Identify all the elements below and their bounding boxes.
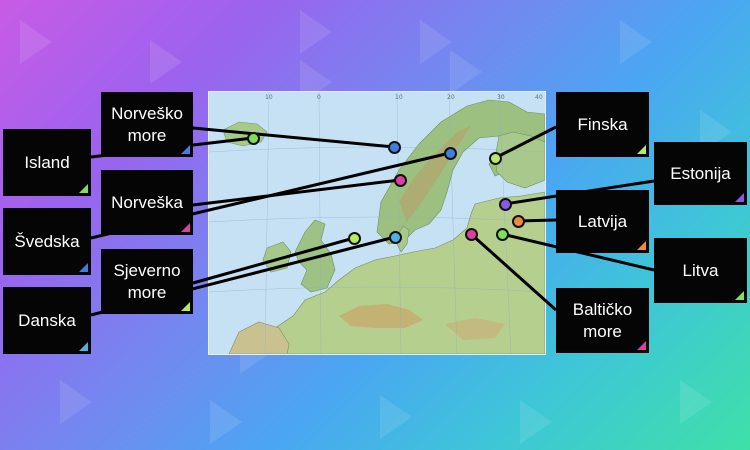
label-sjeverno-more[interactable]: Sjeverno more — [101, 249, 193, 314]
background-triangle — [150, 40, 182, 84]
corner-triangle-icon — [735, 291, 744, 300]
marker-balticko-more[interactable] — [465, 228, 478, 241]
background-triangle — [620, 20, 652, 64]
corner-triangle-icon — [637, 241, 646, 250]
label-text: Norveška — [111, 192, 183, 212]
marker-island[interactable] — [247, 132, 260, 145]
label-svedska[interactable]: Švedska — [3, 208, 91, 275]
marker-norveska[interactable] — [394, 174, 407, 187]
map-tick: 40 — [535, 94, 543, 101]
background-triangle — [300, 10, 332, 54]
label-text: Finska — [577, 114, 628, 134]
corner-triangle-icon — [181, 223, 190, 232]
label-litva[interactable]: Litva — [654, 238, 747, 303]
background-triangle — [20, 20, 52, 64]
label-danska[interactable]: Danska — [3, 287, 91, 354]
background-triangle — [420, 20, 452, 64]
background-triangle — [210, 400, 242, 444]
label-text: Norveško more — [111, 103, 183, 145]
label-text: Švedska — [14, 231, 80, 251]
background-triangle — [60, 380, 92, 424]
corner-triangle-icon — [735, 193, 744, 202]
map-tick: 10 — [395, 94, 403, 101]
marker-danska[interactable] — [389, 231, 402, 244]
marker-litva[interactable] — [496, 228, 509, 241]
label-island[interactable]: Island — [3, 129, 91, 196]
corner-triangle-icon — [79, 263, 88, 272]
map-tick: 20 — [447, 94, 455, 101]
label-text: Sjeverno more — [113, 260, 181, 302]
marker-finska[interactable] — [489, 152, 502, 165]
label-text: Latvija — [577, 211, 628, 231]
corner-triangle-icon — [181, 302, 190, 311]
label-norveska[interactable]: Norveška — [101, 170, 193, 235]
label-norvesko-more[interactable]: Norveško more — [101, 92, 193, 157]
marker-norvesko-more[interactable] — [388, 141, 401, 154]
label-text: Estonija — [670, 163, 731, 183]
background-triangle — [520, 400, 552, 444]
marker-svedska[interactable] — [444, 147, 457, 160]
label-latvija[interactable]: Latvija — [556, 190, 649, 253]
corner-triangle-icon — [79, 342, 88, 351]
label-text: Island — [24, 152, 70, 172]
map-tick: 10 — [265, 94, 273, 101]
corner-triangle-icon — [181, 145, 190, 154]
map-tick: 30 — [497, 94, 505, 101]
corner-triangle-icon — [637, 145, 646, 154]
map-tick: 0 — [317, 94, 321, 101]
background-triangle — [380, 395, 412, 439]
label-estonija[interactable]: Estonija — [654, 142, 747, 205]
label-finska[interactable]: Finska — [556, 92, 649, 157]
corner-triangle-icon — [637, 341, 646, 350]
corner-triangle-icon — [79, 184, 88, 193]
background-triangle — [680, 380, 712, 424]
label-text: Danska — [18, 310, 76, 330]
marker-estonija[interactable] — [499, 198, 512, 211]
label-text: Baltičko more — [572, 299, 633, 341]
background-triangle — [450, 50, 482, 94]
marker-sjeverno-more[interactable] — [348, 232, 361, 245]
marker-latvija[interactable] — [512, 215, 525, 228]
label-text: Litva — [682, 260, 719, 280]
label-balticko-more[interactable]: Baltičko more — [556, 288, 649, 353]
